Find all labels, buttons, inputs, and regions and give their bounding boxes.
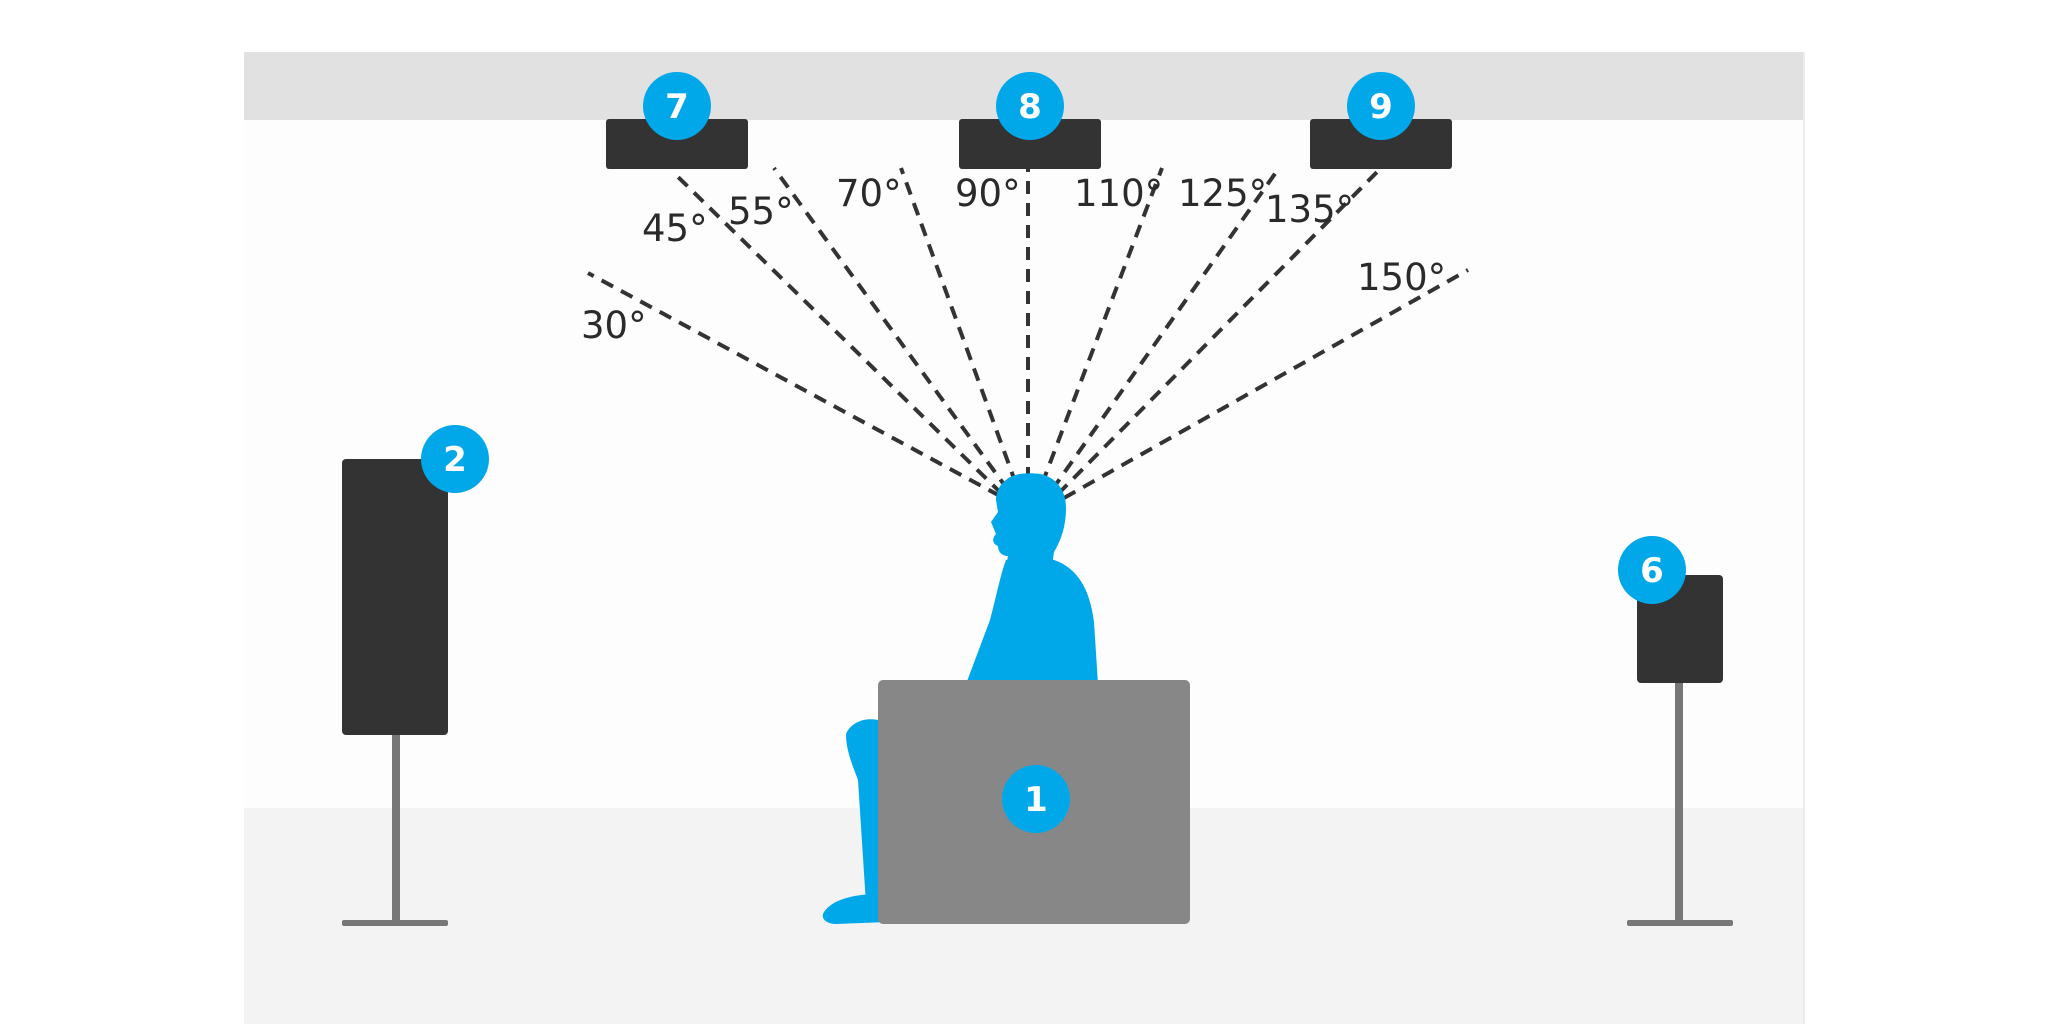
angle-line-110 [1040,167,1164,485]
badge-circle [421,425,489,493]
angle-line-30 [587,271,1001,498]
badge-number: 1 [1024,780,1048,820]
listening-angle-lines [587,166,1469,500]
front-left-speaker-cabinet [342,459,448,735]
badge-number: 7 [665,87,689,127]
badge-circle [1347,72,1415,140]
badge-circle [996,72,1064,140]
floor-standing-speaker-icon [342,459,448,926]
angle-label-110: 110° [1074,172,1163,215]
angle-labels: 30° 45° 55° 70° 90° 110° 125° 135° 150° [581,172,1446,347]
angle-label-150: 150° [1357,256,1446,299]
angle-line-55 [772,166,1010,492]
speaker-badge-2: 2 [421,425,489,493]
angle-label-30: 30° [581,304,647,347]
speaker-badge-1: 1 [1002,765,1070,833]
speaker-badge-7: 7 [643,72,711,140]
angle-label-70: 70° [836,172,902,215]
badge-circle [1002,765,1070,833]
angle-label-55: 55° [728,190,794,233]
ceiling-speaker-icon [1310,119,1452,169]
speaker-badge-8: 8 [996,72,1064,140]
badge-circle [643,72,711,140]
speaker-stand-base [342,920,448,926]
angle-line-70 [899,167,1018,485]
angle-label-90: 90° [955,172,1021,215]
badge-number: 6 [1640,551,1664,591]
speaker-stand-pole [1675,680,1683,924]
ceiling-speaker-icon [606,119,748,169]
listener-silhouette-icon [822,473,1098,924]
badge-number: 2 [443,440,467,480]
badge-circle [1618,536,1686,604]
badge-number: 8 [1018,87,1042,127]
angle-label-125: 125° [1178,172,1267,215]
ceiling-speaker-icon [959,119,1101,169]
badge-number: 9 [1369,87,1393,127]
angle-line-150 [1063,268,1469,500]
angle-label-45: 45° [642,207,708,250]
angle-line-135 [1056,166,1383,496]
angle-line-45 [672,171,1004,496]
speaker-stand-pole [392,732,400,924]
speaker-badge-6: 6 [1618,536,1686,604]
speaker-stand-base [1627,920,1733,926]
speaker-badge-9: 9 [1347,72,1415,140]
angle-label-135: 135° [1265,188,1354,231]
